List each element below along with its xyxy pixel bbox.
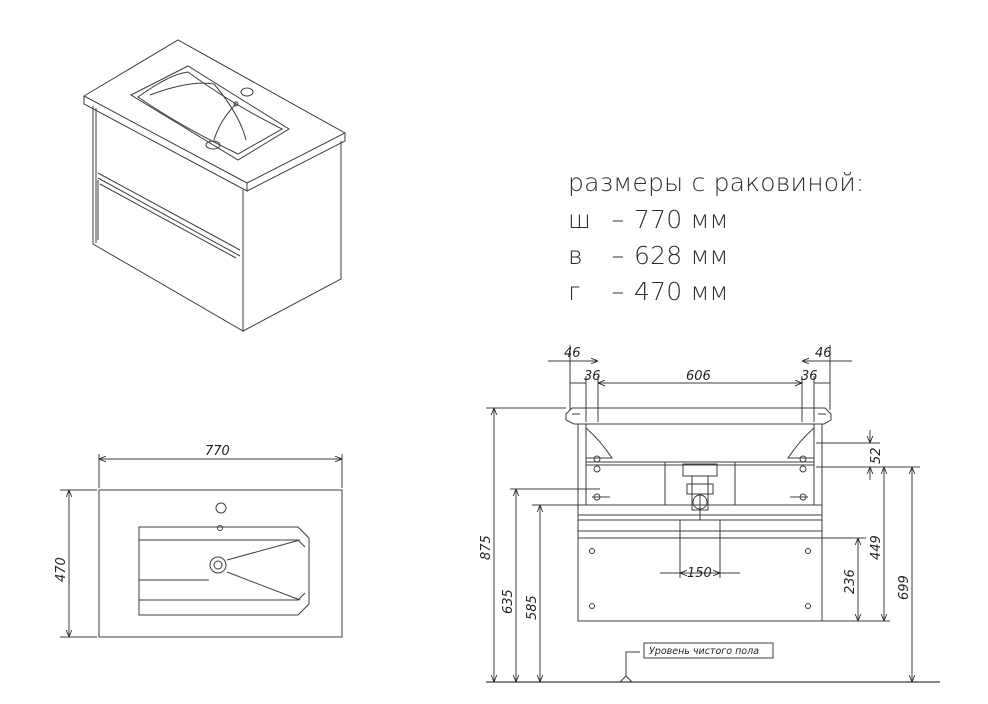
front-view (486, 345, 940, 683)
dim-875: 875 (479, 535, 494, 560)
spec-key: ш (568, 205, 592, 234)
spec-row-height: в – 628 мм (568, 241, 729, 270)
dim-236: 236 (843, 569, 858, 594)
top-view-outline (98, 489, 343, 638)
tap-hole (215, 502, 227, 514)
dim-width-770: 770 (205, 444, 230, 459)
top-view (60, 454, 343, 638)
isometric-view (82, 39, 347, 332)
dim-150: 150 (687, 566, 712, 581)
dim-depth-470: 470 (54, 557, 69, 582)
spec-row-width: ш – 770 мм (568, 205, 729, 234)
iso-countertop (82, 39, 347, 184)
dim-46-left: 46 (564, 346, 581, 361)
dim-36-right: 36 (801, 369, 818, 384)
iso-basin (129, 65, 290, 161)
dim-52: 52 (869, 447, 884, 464)
dim-46-right: 46 (815, 346, 832, 361)
spec-key: г (568, 277, 581, 306)
dim-449: 449 (869, 535, 884, 560)
spec-value: 628 мм (634, 241, 729, 270)
spec-title: размеры с раковиной: (568, 168, 865, 197)
front-countertop (565, 407, 832, 425)
drain (209, 556, 227, 574)
spec-dash: – (611, 205, 625, 234)
dim-699: 699 (897, 575, 912, 600)
spec-value: 470 мм (634, 277, 729, 306)
iso-cabinet (92, 106, 244, 332)
spec-dash: – (611, 277, 625, 306)
spec-key: в (568, 241, 583, 270)
spec-row-depth: г – 470 мм (568, 277, 729, 306)
overflow (217, 525, 223, 531)
floor-label-box (643, 642, 774, 659)
dim-585: 585 (525, 595, 540, 620)
floor-label: Уровень чистого пола (649, 646, 759, 657)
spec-value: 770 мм (634, 205, 729, 234)
dim-635: 635 (501, 589, 516, 614)
dim-36-left: 36 (584, 369, 601, 384)
top-view-basin (138, 526, 310, 616)
dim-606: 606 (686, 369, 711, 384)
spec-dash: – (611, 241, 625, 270)
